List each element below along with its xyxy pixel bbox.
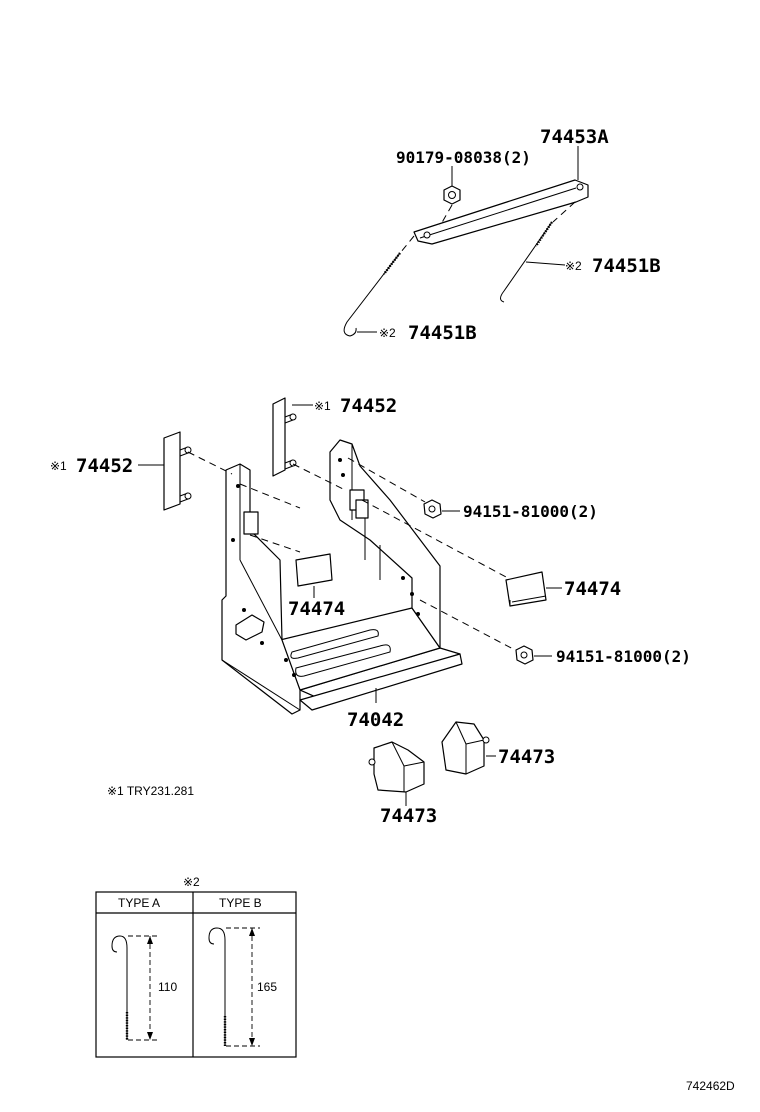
- note2-mark-right: ※2: [565, 259, 582, 273]
- label-74473-lower: 74473: [380, 805, 437, 827]
- bolt-type-b-drawing: [208, 927, 260, 1047]
- label-74474-right: 74474: [564, 578, 621, 600]
- guide-pad-right: [361, 499, 509, 579]
- guide-nut-to-stay: [439, 204, 453, 227]
- label-94151-81000-lower: 94151-81000(2): [556, 647, 691, 666]
- note1-mark-upper: ※1: [314, 399, 331, 413]
- nut-94151-upper: [423, 499, 442, 519]
- clamp-bolt-left-74451B: [343, 252, 401, 337]
- cushion-right-74473: [441, 721, 490, 775]
- nut-94151-lower: [515, 645, 534, 665]
- nut-90179: [443, 185, 461, 205]
- table-header-type-b: TYPE B: [219, 896, 262, 910]
- guide-left-bolt: [400, 235, 415, 253]
- guide-bolt-plate-to-carrier-1: [292, 463, 346, 491]
- guide-left-pad: [239, 483, 301, 509]
- label-94151-81000-upper: 94151-81000(2): [463, 502, 598, 521]
- dimension-type-a: 110: [158, 980, 177, 994]
- note1-mark-left: ※1: [50, 459, 67, 473]
- guide-nut-upper: [347, 457, 426, 503]
- label-74474-inner: 74474: [288, 598, 345, 620]
- battery-clamp-stay-74453A: [413, 179, 589, 245]
- pad-inner-74474: [295, 553, 333, 587]
- label-74473-right: 74473: [498, 746, 555, 768]
- leader-74451B-right: [525, 261, 566, 266]
- diagram-id: 742462D: [686, 1079, 735, 1093]
- table-header-type-a: TYPE A: [118, 896, 160, 910]
- cushion-lower-74473: [368, 741, 425, 793]
- label-74452-upper: 74452: [340, 395, 397, 417]
- table-note2-mark: ※2: [183, 875, 200, 889]
- label-74042: 74042: [347, 709, 404, 731]
- guide-right-bolt: [552, 201, 576, 223]
- label-74451B-right: 74451B: [592, 255, 661, 277]
- pad-right-74474: [505, 571, 547, 607]
- battery-carrier-74042: [221, 439, 463, 715]
- footnote-note1: ※1 TRY231.281: [107, 784, 194, 798]
- label-74451B-left: 74451B: [408, 322, 477, 344]
- bolt-type-table: ※2 TYPE A TYPE B 110 165: [95, 875, 297, 1058]
- label-90179-08038: 90179-08038(2): [396, 148, 531, 167]
- guide-nut-lower: [419, 599, 516, 651]
- guide-left-plate-to-carrier: [187, 451, 233, 475]
- label-74452-left: 74452: [76, 455, 133, 477]
- note2-mark-left: ※2: [379, 326, 396, 340]
- bolt-plate-left-74452: [163, 431, 192, 511]
- dimension-type-b: 165: [257, 980, 277, 994]
- bolt-type-a-drawing: [111, 935, 158, 1041]
- bolt-plate-upper-74452: [272, 397, 297, 477]
- guide-inner-pad: [249, 534, 301, 553]
- clamp-bolt-right-74451B: [500, 221, 553, 303]
- label-74453A: 74453A: [540, 126, 609, 148]
